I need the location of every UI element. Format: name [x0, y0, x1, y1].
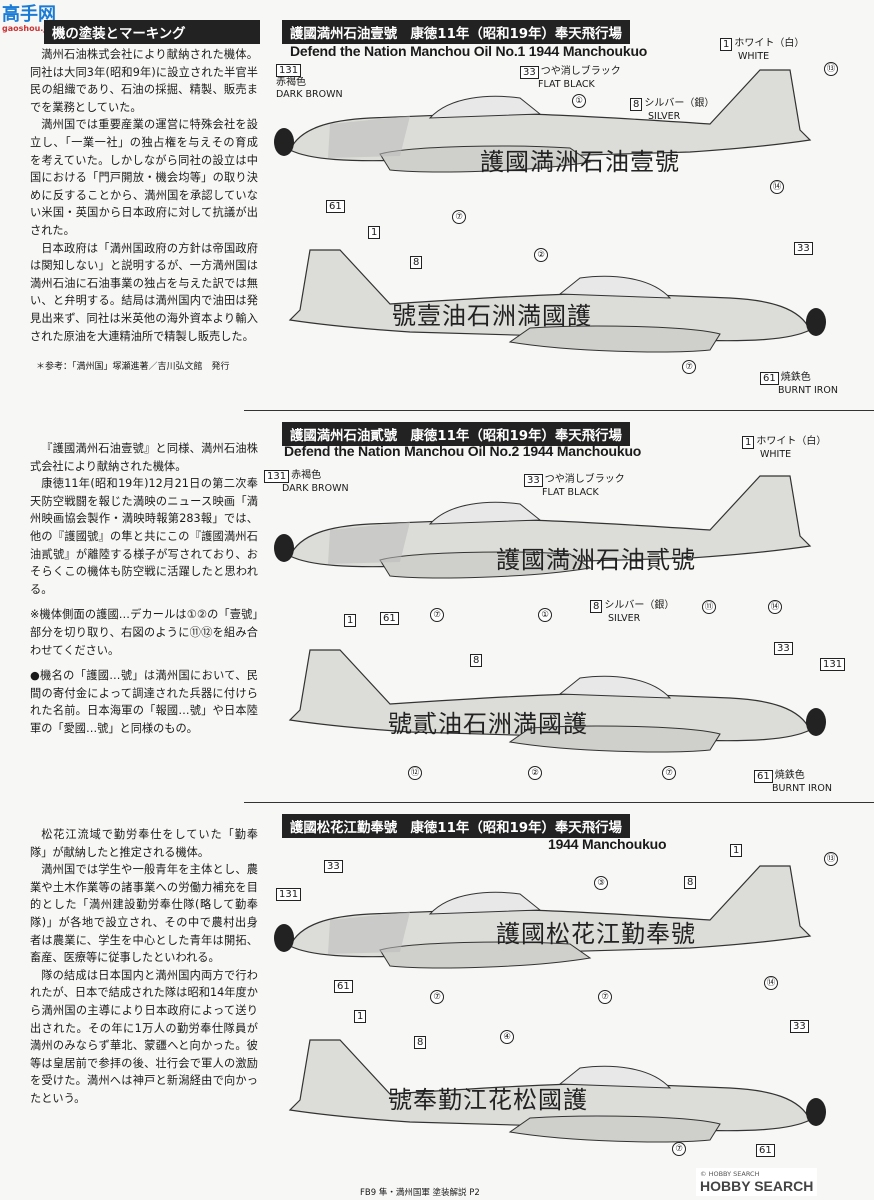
- callout-8b: 8: [414, 1036, 428, 1049]
- text-block-1: 満州石油株式会社により献納された機体。同社は大同3年(昭和9年)に設立された半官…: [30, 48, 258, 343]
- watermark-logo: 高手网 gaoshou.jp: [2, 4, 56, 34]
- fuselage-marking: 護國満洲石油壹號: [480, 148, 680, 176]
- fuselage-marking: 護國満洲石油貳號: [496, 546, 696, 574]
- callout-12: ⑫: [408, 766, 422, 780]
- callout-131b: 131: [820, 658, 847, 671]
- callout-4: ④: [500, 1030, 514, 1044]
- callout-13: ⑬: [824, 852, 838, 866]
- callout-11: ⑪: [702, 600, 716, 614]
- callout-14: ⑭: [768, 600, 782, 614]
- callout-33: 33: [324, 860, 345, 873]
- section-2-title: 護國満州石油貳號 康徳11年（昭和19年）奉天飛行場: [282, 422, 630, 446]
- section-1-subtitle: Defend the Nation Manchou Oil No.1 1944 …: [290, 43, 648, 59]
- text-block-3: 松花江流域で勤労奉仕をしていた「勤奉隊」が献納したと推定される機体。 満州国では…: [30, 828, 258, 1105]
- callout-131: 131: [276, 888, 303, 901]
- page-footer: FB9 隼・満州国軍 塗装解説 P2: [360, 1188, 480, 1198]
- callout-61b: 61: [756, 1144, 777, 1157]
- callout-7: ⑦: [452, 210, 466, 224]
- callout-33b: 33: [794, 242, 815, 255]
- callout-dark-brown: 131 赤褐色 DARK BROWN: [276, 64, 343, 100]
- callout-7: ⑦: [430, 608, 444, 622]
- callout-61: 61: [380, 612, 401, 625]
- callout-8: 8: [684, 876, 698, 889]
- callout-7: ⑦: [430, 990, 444, 1004]
- section-3-subtitle: 1944 Manchoukuo: [548, 836, 667, 852]
- callout-14: ⑭: [764, 976, 778, 990]
- callout-7b: ⑦: [672, 1142, 686, 1156]
- callout-7c: ⑦: [598, 990, 612, 1004]
- left-heading: 機の塗装とマーキング: [44, 20, 260, 44]
- fuselage-marking: 號壹油石洲満國護: [392, 302, 592, 330]
- callout-2: ②: [534, 248, 548, 262]
- callout-2: ②: [528, 766, 542, 780]
- callout-61: 61: [334, 980, 355, 993]
- callout-1b: 1: [354, 1010, 368, 1023]
- callout-14: ⑭: [770, 180, 784, 194]
- callout-33b: 33: [790, 1020, 811, 1033]
- section-3-title: 護國松花江勤奉號 康徳11年（昭和19年）奉天飛行場: [282, 814, 630, 838]
- section-1-title: 護國満州石油壹號 康徳11年（昭和19年）奉天飛行場: [282, 20, 630, 44]
- reference-note: ＊参考：「満州国」塚瀬進著／吉川弘文館 発行: [36, 362, 230, 372]
- callout-7b: ⑦: [662, 766, 676, 780]
- callout-8b: 8: [410, 256, 424, 269]
- callout-3: ③: [594, 876, 608, 890]
- callout-7b: ⑦: [682, 360, 696, 374]
- fuselage-marking: 號貳油石洲満國護: [388, 710, 588, 738]
- callout-33b: 33: [774, 642, 795, 655]
- hobby-search-logo: © HOBBY SEARCH HOBBY SEARCH: [696, 1168, 818, 1196]
- fuselage-marking: 護國松花江勤奉號: [496, 920, 696, 948]
- callout-1: ①: [538, 608, 552, 622]
- section-divider: [244, 802, 874, 803]
- callout-1b: 1: [344, 614, 358, 627]
- callout-61: 61: [326, 200, 347, 213]
- callout-8b: 8: [470, 654, 484, 667]
- text-block-2: 『護國満州石油壹號』と同様、満州石油株式会社により献納された機体。 康徳11年(…: [30, 442, 258, 735]
- section-2-subtitle: Defend the Nation Manchou Oil No.2 1944 …: [284, 443, 642, 459]
- callout-1: 1: [730, 844, 744, 857]
- section-divider: [244, 410, 874, 411]
- callout-1: ①: [572, 94, 586, 108]
- callout-1b: 1: [368, 226, 382, 239]
- callout-13: ⑬: [824, 62, 838, 76]
- fuselage-marking: 號奉勤江花松國護: [388, 1086, 588, 1114]
